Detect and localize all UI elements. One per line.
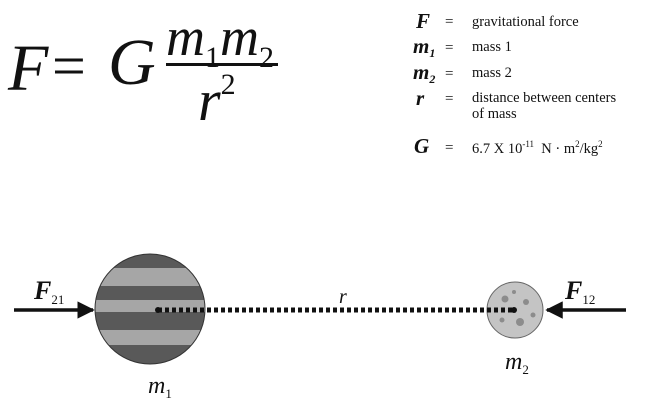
mass2-index: 2 [522,362,529,377]
mass1-index: 1 [165,386,172,401]
force12-symbol: F [565,276,583,305]
legend-mass2-symbol: m [413,60,430,84]
formula-force: F [8,32,49,105]
denominator-exponent: 2 [220,68,236,101]
constant-unit-mid: /kg [579,141,599,157]
force12-index: 12 [582,292,596,307]
formula-equals: = [52,33,86,99]
legend-mass2-index: 2 [429,72,436,86]
planet-m1-outline [94,253,206,365]
legend-equals-mass1: = [445,40,454,56]
legend-text-distance-line2: of mass [472,106,517,122]
center-of-mass-m1 [155,307,161,313]
label-mass1: m1 [148,374,172,400]
legend-text-force: gravitational force [472,14,579,30]
constant-exponent: -11 [522,139,535,149]
force21-symbol: F [34,276,52,305]
fraction-bar [166,63,278,66]
label-force-21: F21 [34,276,65,307]
constant-unit-exp1: 2 [575,139,580,149]
legend-symbol-constant: G [414,134,430,158]
legend-text-constant: 6.7 X 10-11 N · m2/kg2 [472,139,603,158]
constant-unit-exp2: 2 [598,139,603,149]
legend-symbol-mass2: m2 [413,60,436,86]
numerator-mass2-symbol: m [220,7,259,67]
center-of-mass-m2 [511,307,517,313]
force21-index: 21 [51,292,65,307]
constant-unit-prefix: N · m [541,141,576,157]
denominator-distance: r [198,68,221,133]
legend-equals-force: = [445,14,454,30]
legend-mass1-symbol: m [413,34,430,58]
label-distance: r [339,286,347,308]
numerator-mass1-symbol: m [166,7,205,67]
mass2-symbol: m [505,349,523,375]
constant-coefficient: 6.7 X 10 [472,141,523,157]
legend-symbol-force: F [416,9,431,33]
label-force-12: F12 [565,276,596,307]
formula-denominator: r2 [198,70,236,130]
legend-symbol-mass1: m1 [413,34,436,60]
legend-text-mass2: mass 2 [472,65,512,81]
legend-equals-constant: = [445,140,454,156]
legend-text-distance: distance between centers [472,90,617,106]
legend-equals-mass2: = [445,66,454,82]
mass1-symbol: m [148,373,166,399]
label-mass2: m2 [505,350,529,376]
legend-mass1-index: 1 [429,46,436,60]
legend-symbol-distance: r [416,86,425,110]
legend-equals-distance: = [445,91,454,107]
planet-m1 [95,254,205,364]
legend-text-mass1: mass 1 [472,39,512,55]
formula-constant: G [108,26,156,99]
